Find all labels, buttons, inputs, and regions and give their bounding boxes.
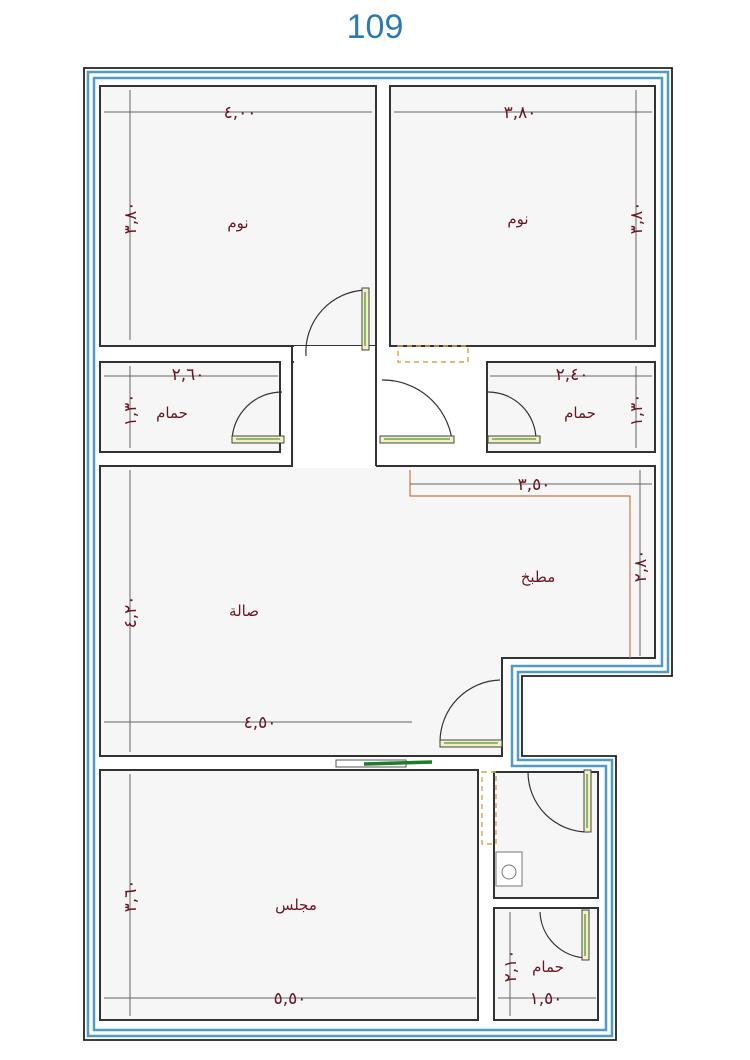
room-label-bedroom-2: نوم xyxy=(507,210,528,228)
dim-label-bath3-w: ١,٥٠ xyxy=(530,989,563,1009)
room-label-hall: صالة xyxy=(229,602,259,620)
outer-wall-blue xyxy=(86,70,670,1038)
door-corridor-arc xyxy=(381,379,453,441)
corridor-upper xyxy=(294,346,376,468)
dim-label-bed1-w: ٤,٠٠ xyxy=(224,103,257,123)
dim-label-hall-w: ٤,٥٠ xyxy=(244,713,277,733)
dim-label-bath3-h: ٢,١٠ xyxy=(501,950,521,983)
bedroom-2-room xyxy=(389,85,656,347)
outer-wall-inner xyxy=(92,76,664,1032)
room-label-bath-2: حمام xyxy=(564,404,596,422)
room-label-bedroom-1: نوم xyxy=(227,214,248,232)
door-entry-arc xyxy=(439,679,501,743)
dim-label-kitchen-w: ٣,٥٠ xyxy=(518,475,551,495)
dim-label-bed1-h: ٣,٨٠ xyxy=(121,202,141,235)
bath-3-room xyxy=(493,907,599,1021)
dim-label-bath1-w: ٢,٦٠ xyxy=(172,365,205,385)
washer-fixture xyxy=(495,851,523,887)
door-corridor-2-arc xyxy=(527,771,589,833)
outer-wall-dark xyxy=(83,67,673,1041)
washer-drum xyxy=(501,864,517,880)
majlis-room xyxy=(99,769,479,1021)
hall-window-sill xyxy=(363,760,433,766)
door-bath-2-arc xyxy=(487,391,537,441)
dim-label-bath1-h: ١,٣٠ xyxy=(121,394,141,427)
door-bath-3-arc xyxy=(539,911,587,959)
dim-label-kitchen-h: ٢,٨٠ xyxy=(631,550,651,583)
room-label-kitchen: مطبخ xyxy=(521,568,556,586)
dashed-opening-top xyxy=(397,345,469,363)
dim-label-majlis-w: ٥,٥٠ xyxy=(274,989,307,1009)
room-label-bath-1: حمام xyxy=(156,404,188,422)
room-label-bath-3: حمام xyxy=(532,958,564,976)
dashed-opening-side xyxy=(481,771,497,845)
kitchen-outline xyxy=(409,470,631,658)
dim-label-hall-h: ٤,٢٠ xyxy=(121,596,141,629)
door-bath-1-arc xyxy=(231,391,283,441)
dim-label-bed2-w: ٣,٨٠ xyxy=(504,103,537,123)
dim-label-bath2-h: ١,٣٠ xyxy=(627,394,647,427)
plan-number: 109 xyxy=(346,8,404,46)
door-bedroom-1-arc xyxy=(305,289,367,357)
dim-label-bed2-h: ٣,٨٠ xyxy=(627,202,647,235)
dim-label-bath2-w: ٢,٤٠ xyxy=(556,365,589,385)
dim-label-majlis-h: ٣,٦٠ xyxy=(121,880,141,913)
room-label-majlis: مجلس xyxy=(275,896,317,914)
